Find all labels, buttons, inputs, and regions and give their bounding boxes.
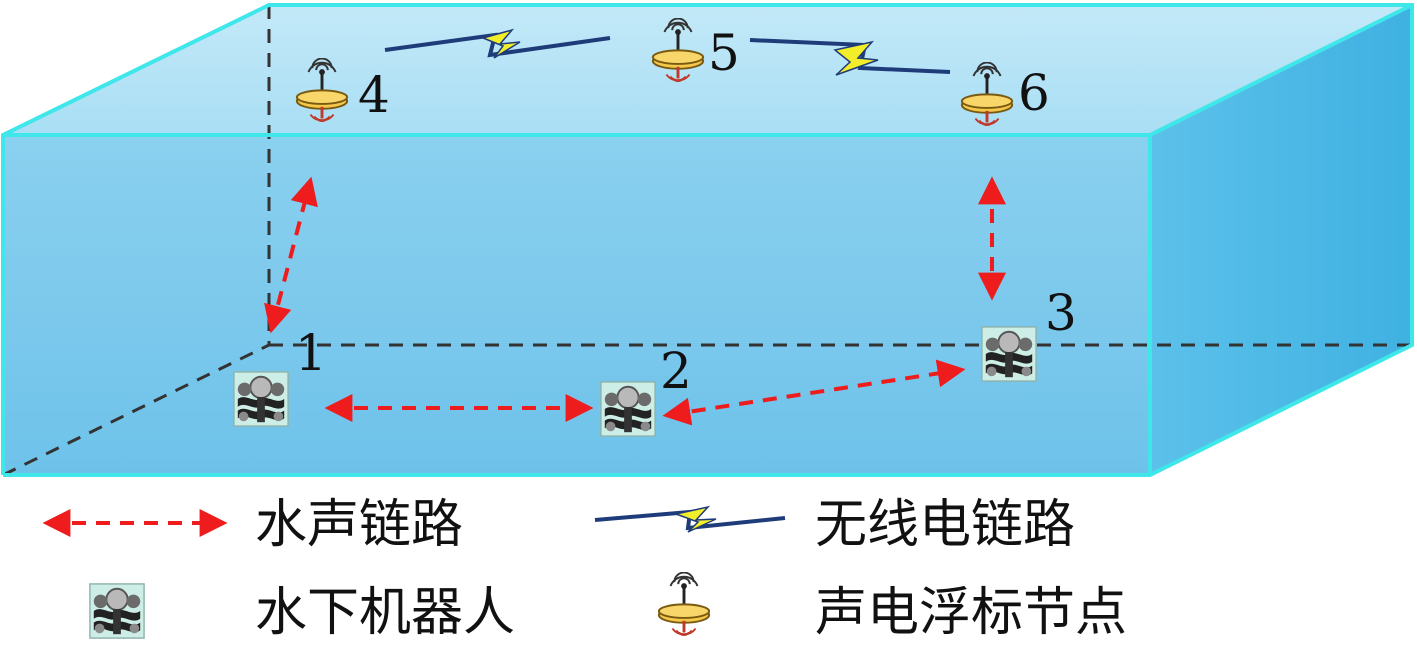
robot-1-label: 1	[295, 324, 327, 382]
robot-3-label: 3	[1045, 284, 1077, 342]
legend-radio-label: 无线电链路	[815, 495, 1075, 555]
water-side-face	[1150, 5, 1412, 475]
buoy-5-label: 5	[708, 24, 740, 82]
hidden-edge-depth	[2, 343, 270, 477]
robot-1-icon	[232, 370, 290, 428]
legend-acoustic-label: 水声链路	[255, 495, 463, 555]
water-front-face	[3, 135, 1150, 475]
legend: 水声链路 无线电链路 水下机器人 声电浮标节点	[42, 495, 1127, 643]
legend-radio-symbol	[594, 505, 786, 533]
robot-2-icon	[599, 380, 657, 438]
acoustic-link-1-4	[264, 176, 318, 334]
legend-buoy-icon	[657, 572, 711, 637]
acoustic-link-2-3	[662, 359, 966, 426]
legend-robot-icon	[88, 582, 146, 640]
buoy-4-label: 4	[358, 66, 390, 124]
robot-2-label: 2	[660, 342, 692, 400]
legend-robot-label: 水下机器人	[255, 583, 515, 643]
legend-buoy-label: 声电浮标节点	[815, 583, 1127, 643]
radio-link-5-6	[749, 38, 951, 76]
buoy-6-label: 6	[1018, 64, 1050, 122]
robot-3-icon	[980, 325, 1038, 383]
water-top-face	[3, 5, 1412, 135]
radio-link-4-5	[384, 28, 611, 59]
